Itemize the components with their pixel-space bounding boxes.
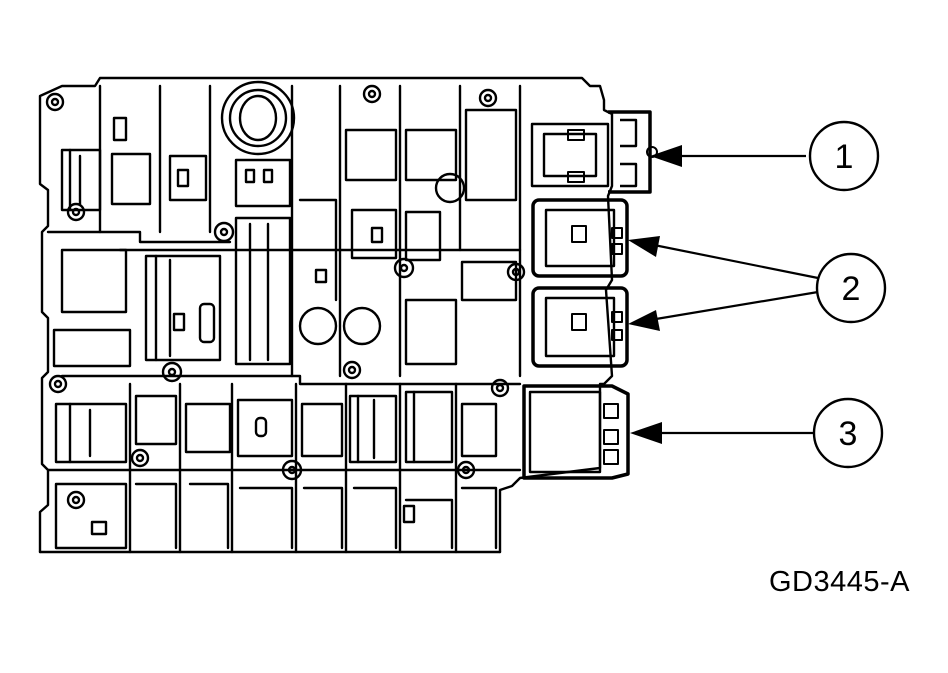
solenoid-3 xyxy=(522,384,630,480)
callout-label-2: 2 xyxy=(842,270,861,308)
callout-circle-2 xyxy=(815,252,887,324)
callout-label-3: 3 xyxy=(839,415,858,453)
arrowhead-2b xyxy=(628,310,660,331)
callout-circle-3 xyxy=(812,397,884,469)
valve-body-outline xyxy=(38,76,614,554)
solenoid-2-upper xyxy=(531,198,629,278)
leader-line-2a xyxy=(643,241,819,280)
callout-label-1: 1 xyxy=(835,138,854,176)
arrowhead-2a xyxy=(628,236,660,257)
leader-line-2b xyxy=(643,290,819,323)
figure-code: GD3445-A xyxy=(768,566,910,598)
arrowhead-1 xyxy=(650,145,682,167)
arrowhead-3 xyxy=(630,422,662,444)
callout-circle-1 xyxy=(808,120,880,192)
solenoid-2-lower xyxy=(531,286,629,368)
solenoid-1 xyxy=(530,110,658,194)
